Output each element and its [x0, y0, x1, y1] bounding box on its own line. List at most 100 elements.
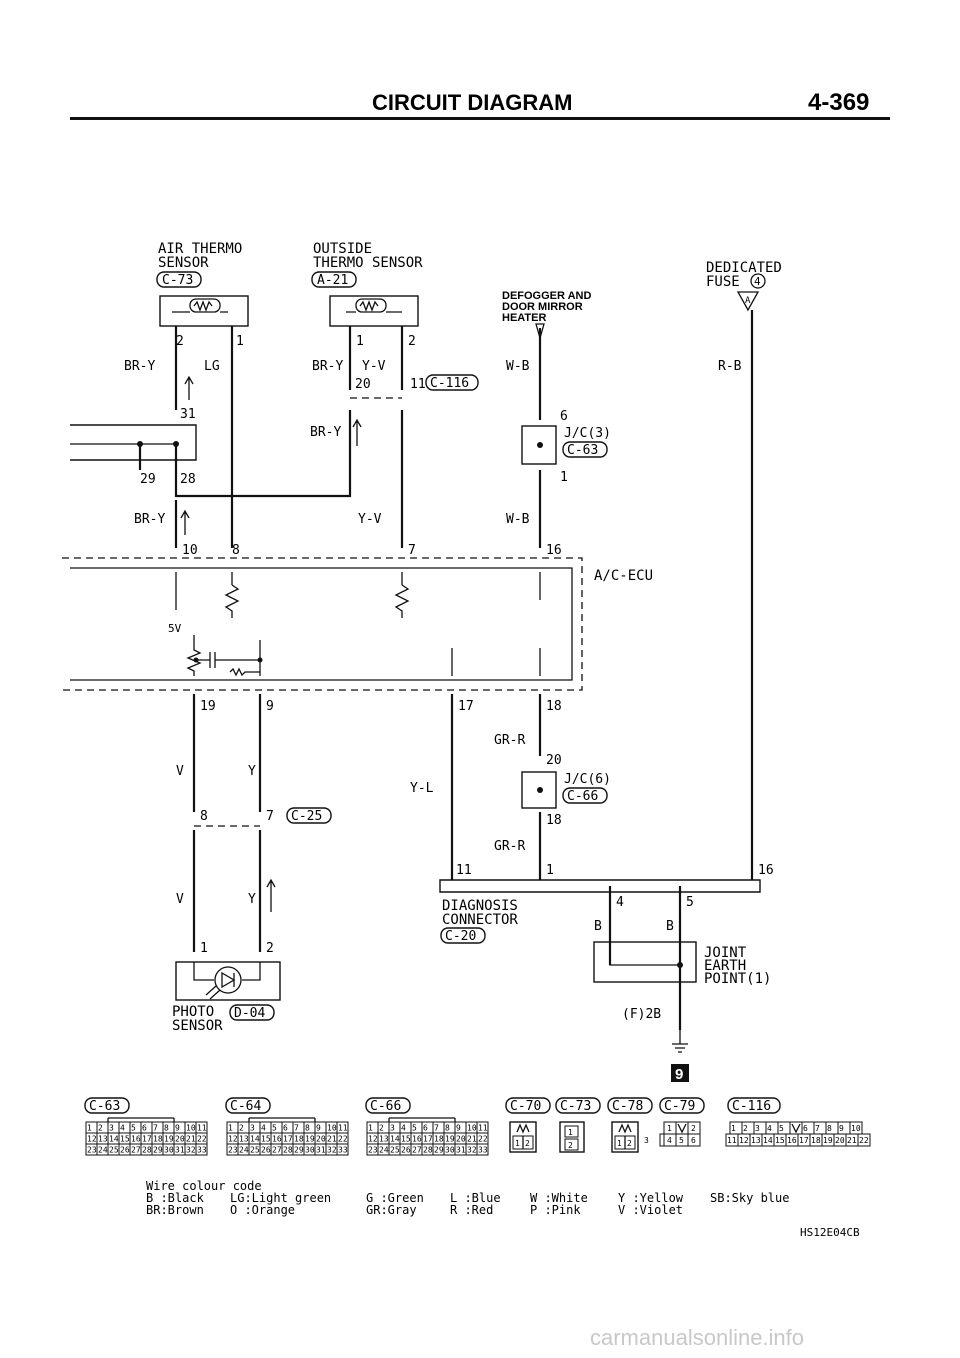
connector-pin-number: 11	[727, 1136, 737, 1145]
connector-tag	[225, 1097, 271, 1114]
jc3-connector: C-63	[567, 443, 598, 458]
svg-text:5: 5	[686, 895, 694, 910]
wire-label: Y	[248, 764, 256, 779]
connector-pin-number: 7	[153, 1124, 158, 1133]
svg-text:A: A	[745, 296, 751, 306]
joint-earth-point: JOINT EARTH POINT(1) (F)2B 9	[593, 941, 771, 1083]
svg-text:16: 16	[758, 863, 774, 878]
ecu-label: A/C-ECU	[594, 568, 653, 584]
connector-pin-number: 12	[228, 1135, 238, 1144]
connector-pin-number: 15	[120, 1135, 130, 1144]
connector-pin-number: 26	[401, 1146, 411, 1155]
svg-text:16: 16	[546, 543, 562, 558]
fuse-label-2: FUSE	[706, 274, 740, 290]
svg-text:10: 10	[182, 543, 198, 558]
connector-pin-number: 20	[316, 1135, 326, 1144]
connector-pin-number: 3	[109, 1124, 114, 1133]
connector-tag	[727, 1097, 781, 1114]
photo-connector: D-04	[234, 1006, 265, 1021]
wire-label: W-B	[506, 512, 530, 527]
svg-text:2: 2	[266, 941, 274, 956]
ground-ref: (F)2B	[622, 1007, 661, 1022]
connector-pin-number: 26	[261, 1146, 271, 1155]
connector-pin-number: 20	[175, 1135, 185, 1144]
connector-pin-number: 19	[305, 1135, 315, 1144]
connector-tag	[659, 1097, 705, 1114]
outside-thermo-sensor: OUTSIDE THERMO SENSOR A-21	[311, 241, 423, 327]
wire-label: Y-V	[362, 359, 386, 374]
connector-pin-number: 13	[751, 1136, 761, 1145]
connector-pin-number: 33	[338, 1146, 348, 1155]
svg-text:9: 9	[266, 699, 274, 714]
svg-text:9: 9	[675, 1066, 683, 1083]
air-thermo-sensor: AIR THERMO SENSOR C-73	[156, 241, 249, 327]
connector-pin-number: 10	[186, 1124, 196, 1133]
connector-pin-number: 13	[379, 1135, 389, 1144]
jc6-label: J/C(6)	[564, 772, 611, 787]
ground-symbol	[672, 1030, 688, 1053]
connector-pin-number: 22	[338, 1135, 348, 1144]
page-number: 4-369	[808, 89, 869, 116]
connector-pin-number: 32	[467, 1146, 477, 1155]
svg-text:1: 1	[200, 941, 208, 956]
connector-pin-number: 32	[186, 1146, 196, 1155]
connector-pin-number: 22	[478, 1135, 488, 1144]
connector-view-label: C-78	[612, 1099, 643, 1114]
svg-text:31: 31	[180, 407, 196, 422]
connector-tag	[555, 1097, 601, 1114]
connector-pin-number: 21	[327, 1135, 337, 1144]
connector-pin-number: 11	[338, 1124, 348, 1133]
connector-pin-number: 20	[456, 1135, 466, 1144]
connector-tag	[156, 271, 202, 288]
connector-pin-number: 21	[186, 1135, 196, 1144]
connector-pin-number: 1	[87, 1124, 92, 1133]
connector-pin-number: 31	[456, 1146, 466, 1155]
connector-pin-number: 18	[434, 1135, 444, 1144]
connector-tag	[311, 271, 357, 288]
connector-pin-number: 20	[835, 1136, 845, 1145]
connector-pin-number: 23	[87, 1146, 97, 1155]
wire-label: GR-R	[494, 839, 525, 854]
connector-pin-number: 7	[434, 1124, 439, 1133]
colour-entry: R :Red	[450, 1203, 493, 1217]
wire-label: BR-Y	[312, 359, 343, 374]
ac-ecu: A/C-ECU 10 8 7 16 5V 19 9 17 18	[62, 543, 653, 714]
connector-pin-number: 28	[142, 1146, 152, 1155]
diagnosis-connector-ref: C-20	[445, 929, 476, 944]
connector-pin-number: 9	[316, 1124, 321, 1133]
connector-pin-number: 33	[197, 1146, 207, 1155]
connector-pin-number: 13	[98, 1135, 108, 1144]
svg-text:1: 1	[356, 334, 364, 349]
jc6-connector: C-66	[567, 789, 598, 804]
connector-pin-number: 3	[755, 1124, 760, 1133]
connector-pin-number: 3	[644, 1136, 649, 1145]
connector-pin-cell	[564, 1125, 579, 1138]
air-thermo-label-1: AIR THERMO	[158, 241, 242, 257]
connector-pin-number: 7	[815, 1124, 820, 1133]
colour-entry: P :Pink	[530, 1203, 581, 1217]
colour-entry: SB:Sky blue	[710, 1191, 789, 1205]
connector-pin-number: 2	[98, 1124, 103, 1133]
connector-pin-number: 16	[412, 1135, 422, 1144]
header-rule	[70, 117, 890, 120]
connector-pin-number: 27	[412, 1146, 422, 1155]
connector-pin-number: 1	[228, 1124, 233, 1133]
connector-view-label: C-64	[230, 1099, 261, 1114]
connector-pin-number: 32	[327, 1146, 337, 1155]
connector-pin-cell	[687, 1133, 701, 1147]
connector-pin-number: 25	[250, 1146, 260, 1155]
outside-thermo-label-1: OUTSIDE	[313, 241, 372, 257]
svg-text:17: 17	[458, 699, 474, 714]
thermistor-symbol	[193, 300, 213, 312]
footer-watermark: carmanualsonline.info	[590, 1325, 804, 1350]
connector-pin-number: 5	[779, 1124, 784, 1133]
connector-tag	[229, 1004, 275, 1021]
jc3-label: J/C(3)	[564, 426, 611, 441]
connector-view-label: C-63	[89, 1099, 120, 1114]
connector-pin-number: 12	[368, 1135, 378, 1144]
c25-ref: C-25	[291, 809, 322, 824]
fuse-number-badge	[750, 273, 766, 289]
